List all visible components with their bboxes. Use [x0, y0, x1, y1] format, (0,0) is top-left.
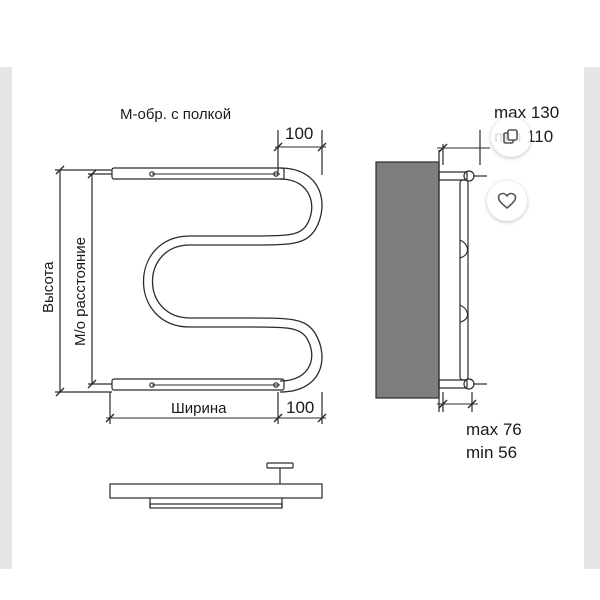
right-side-bar	[584, 67, 600, 569]
left-side-bar	[0, 67, 12, 569]
dim-bottom-label: 100	[286, 398, 314, 417]
center-distance-label: М/о расстояние	[72, 237, 89, 346]
width-label: Ширина	[171, 400, 227, 417]
heart-icon	[497, 192, 517, 210]
wall-min-label: min 56	[466, 443, 517, 462]
drawing-title: М-обр. с полкой	[120, 106, 231, 123]
favorite-button[interactable]	[487, 181, 527, 221]
dim-top-label: 100	[285, 124, 313, 143]
side-view	[375, 130, 490, 412]
copy-button[interactable]	[491, 117, 531, 157]
copy-icon	[502, 128, 520, 146]
dim-height	[55, 165, 112, 397]
top-view	[109, 462, 323, 509]
dim-bottom	[105, 392, 327, 424]
front-view	[55, 130, 327, 424]
dim-center-distance	[87, 169, 112, 389]
wall-max-label: max 76	[466, 420, 522, 439]
height-label: Высота	[40, 261, 57, 313]
